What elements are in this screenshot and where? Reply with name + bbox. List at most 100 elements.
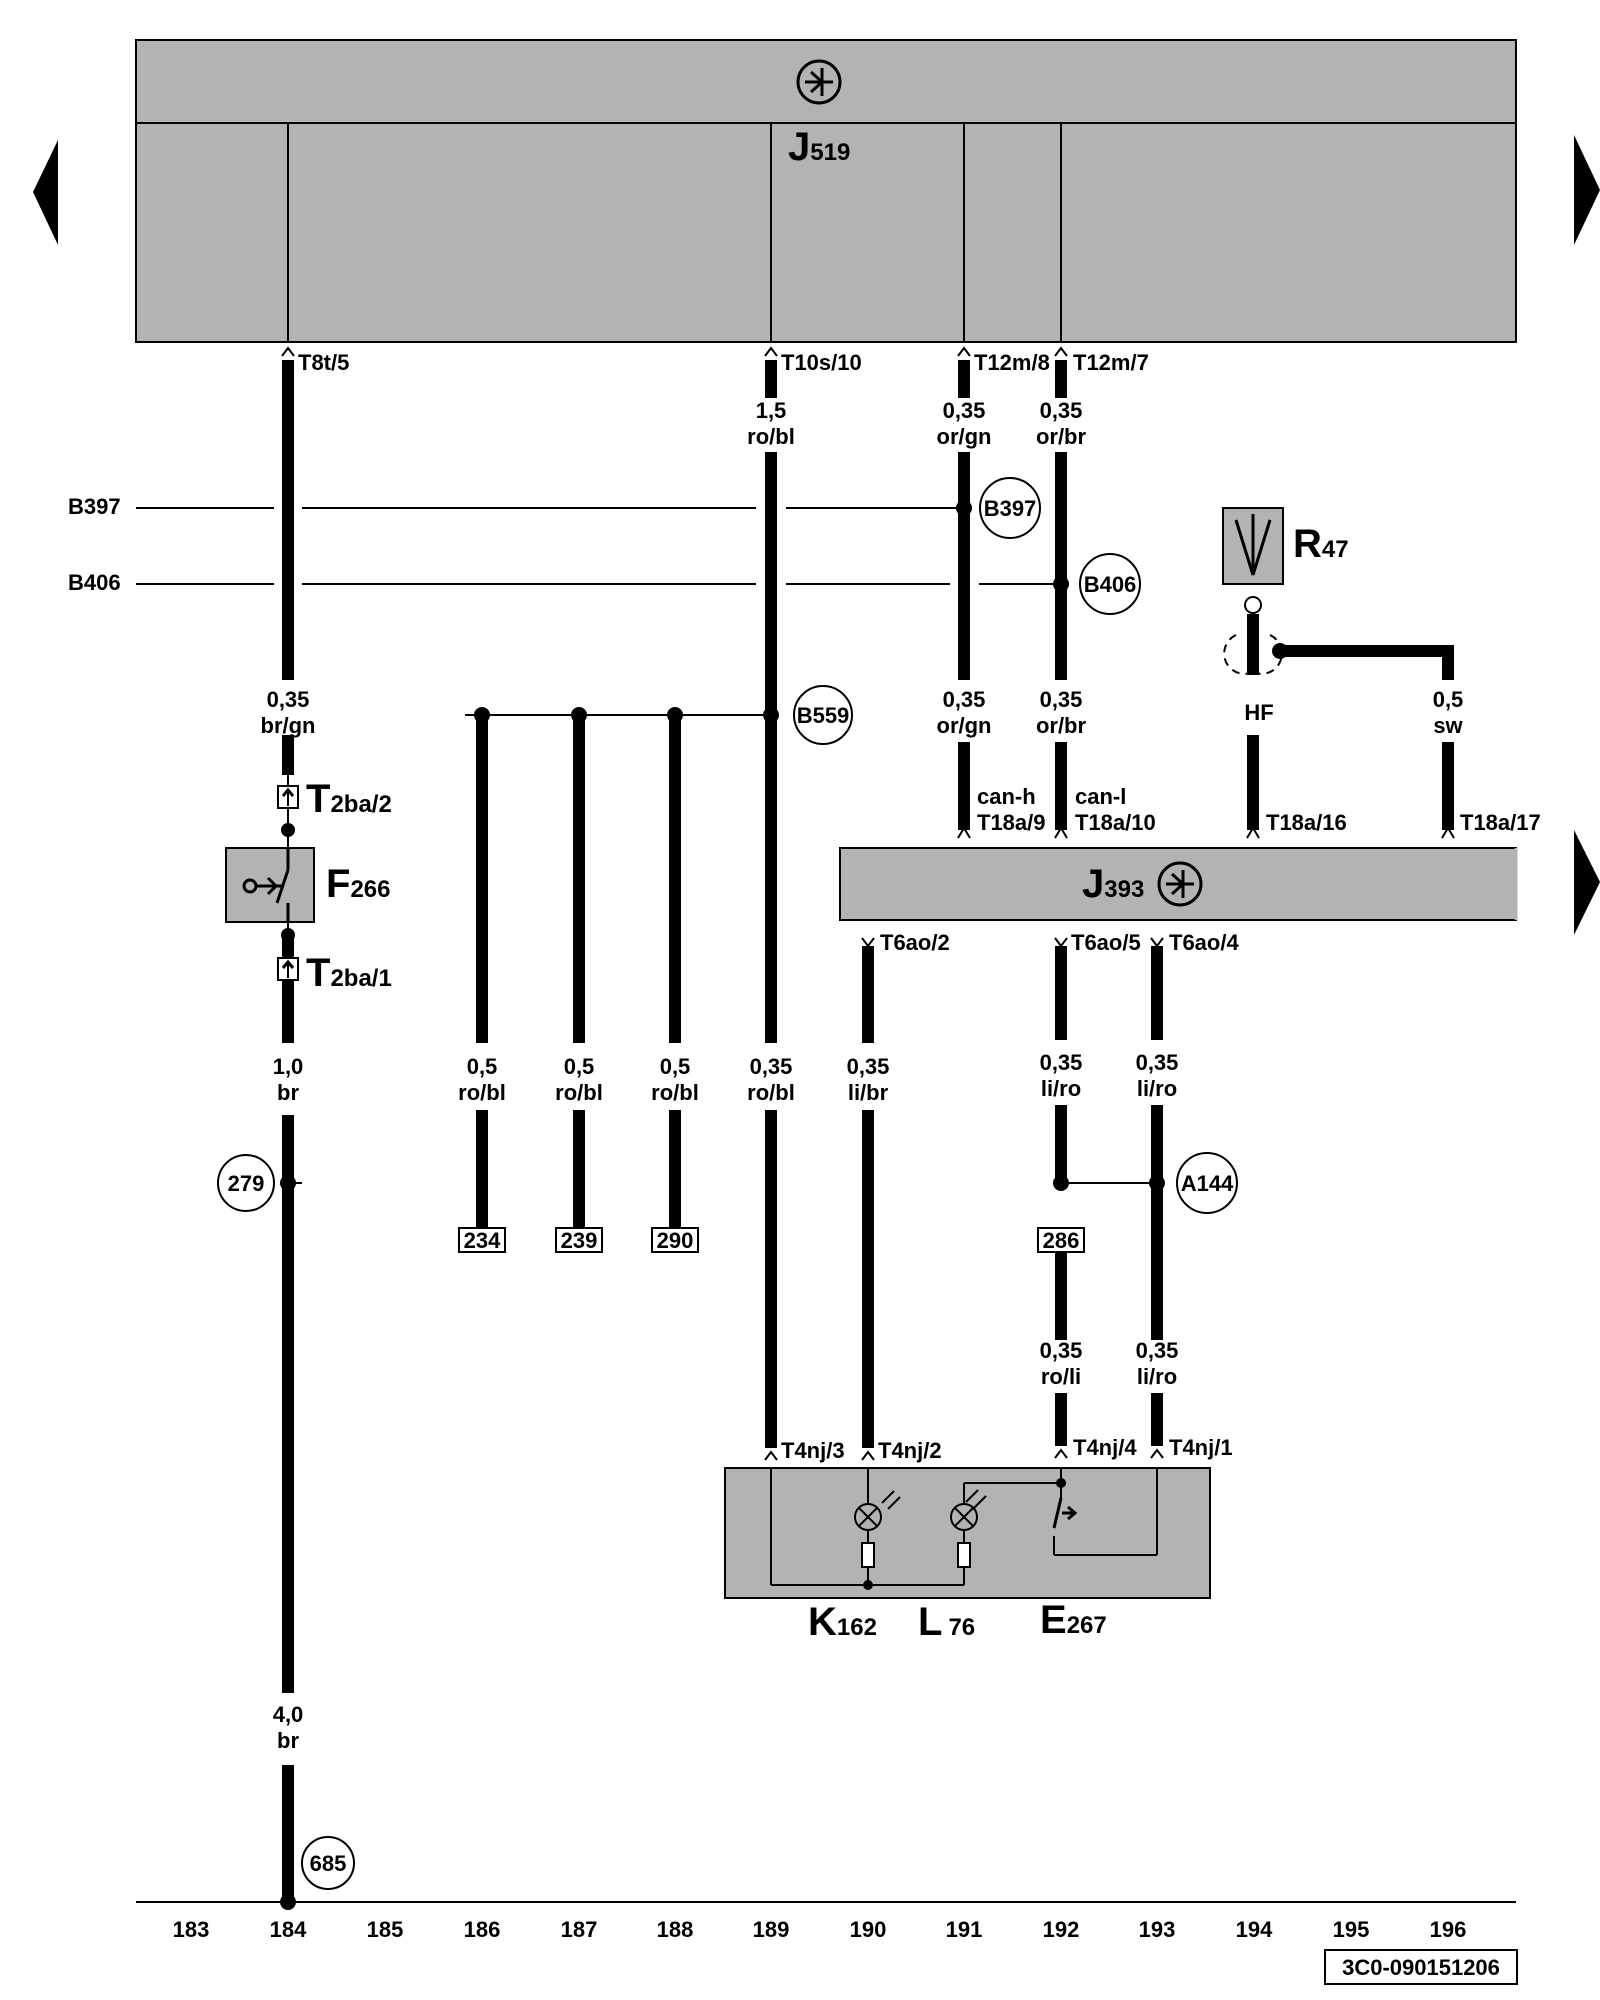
svg-text:183: 183: [173, 1917, 210, 1942]
nav-left-arrow-icon[interactable]: [33, 140, 58, 245]
wire-column-190: T6ao/2 0,35 li/br T4nj/2: [847, 930, 950, 1463]
svg-text:1,5: 1,5: [756, 398, 787, 423]
svg-text:ro/bl: ro/bl: [651, 1080, 699, 1105]
svg-text:T6ao/2: T6ao/2: [880, 930, 950, 955]
connector-t2ba2: T2ba/2: [277, 777, 392, 837]
svg-text:685: 685: [310, 1851, 347, 1876]
control-unit-j519: J519: [135, 39, 1517, 343]
ref-290[interactable]: 290: [657, 1228, 694, 1253]
wire-column-192: T12m/7 0,35 or/br 0,35 or/br can-l T18a/…: [1036, 346, 1156, 839]
svg-text:can-h: can-h: [977, 784, 1036, 809]
svg-text:0,35: 0,35: [943, 398, 986, 423]
wire-column-194: HF T18a/16: [1223, 614, 1347, 839]
node-685: 685: [280, 1836, 355, 1910]
svg-text:T4nj/1: T4nj/1: [1169, 1435, 1233, 1460]
svg-text:li/br: li/br: [848, 1080, 889, 1105]
antenna-r47: R47: [1222, 507, 1349, 614]
svg-text:li/ro: li/ro: [1137, 1364, 1177, 1389]
svg-text:B559: B559: [797, 703, 850, 728]
wire-w184a-size: 0,35: [267, 687, 310, 712]
switch-f266: F266: [225, 847, 390, 923]
node-b397: B397: [979, 477, 1041, 539]
svg-text:or/br: or/br: [1036, 424, 1087, 449]
ref-239[interactable]: 239: [561, 1228, 598, 1253]
ref-234[interactable]: 234: [464, 1228, 501, 1253]
wire-w184c-color: br: [277, 1728, 299, 1753]
r47-label: R47: [1293, 522, 1349, 566]
j393-label: J393: [1082, 862, 1144, 906]
wire-column-192-lower: T6ao/5 0,35 li/ro 286 0,35 ro/li T4nj/4: [1037, 930, 1157, 1460]
ref-286[interactable]: 286: [1043, 1228, 1080, 1253]
control-unit-j393: J393: [839, 847, 1518, 921]
svg-text:0,35: 0,35: [1136, 1050, 1179, 1075]
wire-w184c-size: 4,0: [273, 1702, 304, 1727]
svg-text:B406: B406: [1084, 572, 1137, 597]
svg-text:191: 191: [946, 1917, 983, 1942]
svg-text:T4nj/3: T4nj/3: [781, 1438, 845, 1463]
wire-w184b-color: br: [277, 1080, 299, 1105]
svg-text:0,35: 0,35: [1040, 1338, 1083, 1363]
svg-text:0,35: 0,35: [1040, 687, 1083, 712]
wire-column-188: 0,5 ro/bl 290: [651, 707, 699, 1253]
svg-text:195: 195: [1333, 1917, 1370, 1942]
svg-text:0,35: 0,35: [750, 1054, 793, 1079]
svg-text:T12m/7: T12m/7: [1073, 350, 1149, 375]
f266-label: F266: [326, 862, 390, 906]
wire-column-189: T10s/10 1,5 ro/bl 0,35 ro/bl T4nj/3: [747, 346, 862, 1463]
svg-text:185: 185: [367, 1917, 404, 1942]
node-a144: A144: [1176, 1152, 1238, 1214]
bus-label-b397: B397: [68, 494, 121, 519]
svg-text:0,35: 0,35: [943, 687, 986, 712]
svg-text:ro/bl: ro/bl: [747, 424, 795, 449]
svg-text:189: 189: [753, 1917, 790, 1942]
svg-text:T18a/17: T18a/17: [1460, 810, 1541, 835]
svg-text:0,35: 0,35: [847, 1054, 890, 1079]
svg-text:sw: sw: [1433, 713, 1463, 738]
svg-text:0,5: 0,5: [660, 1054, 691, 1079]
svg-text:192: 192: [1043, 1917, 1080, 1942]
nav-right-arrow-icon[interactable]: [1574, 135, 1600, 245]
wire-column-187: 0,5 ro/bl 239: [555, 707, 603, 1253]
svg-text:T6ao/4: T6ao/4: [1169, 930, 1239, 955]
svg-text:T18a/16: T18a/16: [1266, 810, 1347, 835]
svg-text:ro/bl: ro/bl: [458, 1080, 506, 1105]
svg-text:or/gn: or/gn: [937, 424, 992, 449]
svg-text:196: 196: [1430, 1917, 1467, 1942]
svg-text:T18a/10: T18a/10: [1075, 810, 1156, 835]
svg-text:194: 194: [1236, 1917, 1273, 1942]
svg-text:ro/li: ro/li: [1041, 1364, 1081, 1389]
svg-text:0,35: 0,35: [1136, 1338, 1179, 1363]
nav-right-arrow-icon-2[interactable]: [1574, 830, 1600, 935]
wire-column-193: T6ao/4 0,35 li/ro 0,35 li/ro T4nj/1: [1136, 930, 1240, 1460]
node-b406: B406: [1079, 553, 1141, 615]
svg-text:0,5: 0,5: [1433, 687, 1464, 712]
svg-text:B397: B397: [984, 496, 1037, 521]
j519-label: J519: [788, 125, 850, 169]
node-b559: B559: [793, 685, 853, 745]
module-k162-l76-e267: [724, 1467, 1211, 1599]
svg-text:T4nj/4: T4nj/4: [1073, 1435, 1137, 1460]
svg-text:ro/bl: ro/bl: [747, 1080, 795, 1105]
svg-text:li/ro: li/ro: [1137, 1076, 1177, 1101]
e267-label: E267: [1040, 1598, 1107, 1642]
svg-text:A144: A144: [1181, 1171, 1234, 1196]
t2ba2-label: T2ba/2: [306, 777, 392, 821]
svg-text:190: 190: [850, 1917, 887, 1942]
svg-text:li/ro: li/ro: [1041, 1076, 1081, 1101]
wire-w184b-size: 1,0: [273, 1054, 304, 1079]
svg-text:T4nj/2: T4nj/2: [878, 1438, 942, 1463]
svg-text:T10s/10: T10s/10: [781, 350, 862, 375]
svg-text:HF: HF: [1244, 700, 1273, 725]
svg-text:T18a/9: T18a/9: [977, 810, 1046, 835]
wire-column-191: T12m/8 0,35 or/gn 0,35 or/gn can-h T18a/…: [937, 346, 1050, 839]
connector-t2ba1: T2ba/1: [277, 928, 392, 995]
svg-text:188: 188: [657, 1917, 694, 1942]
svg-text:or/gn: or/gn: [937, 713, 992, 738]
svg-text:0,35: 0,35: [1040, 398, 1083, 423]
svg-text:can-l: can-l: [1075, 784, 1126, 809]
svg-text:279: 279: [228, 1171, 265, 1196]
wire-w184a-color: br/gn: [261, 713, 316, 738]
column-numbers: 183 184 185 186 187 188 189 190 191 192 …: [173, 1917, 1467, 1942]
svg-text:186: 186: [464, 1917, 501, 1942]
